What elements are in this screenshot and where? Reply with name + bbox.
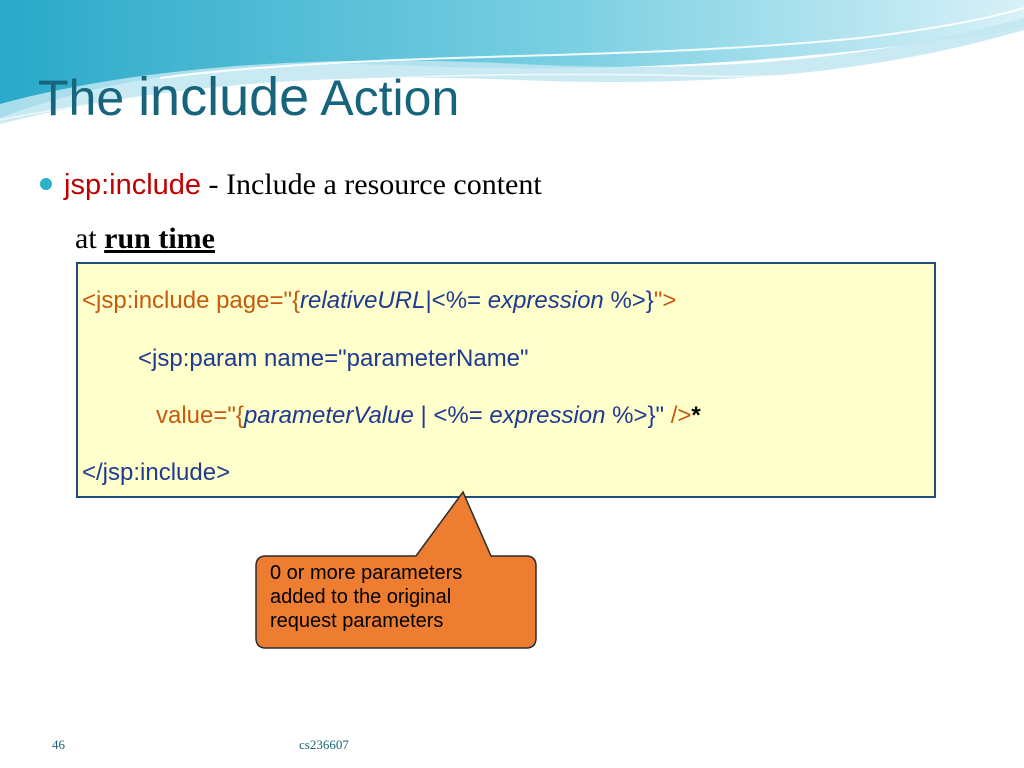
code-token: "> [653, 287, 677, 314]
code-token: "parameterName" [338, 345, 529, 372]
code-token: parameterValue [243, 402, 414, 429]
callout-line: added to the original [270, 586, 452, 608]
page-number: 46 [52, 737, 65, 752]
code-token: /> [664, 402, 692, 429]
title-part-action: Action [309, 70, 460, 126]
bullet-keyword: jsp:include [64, 169, 202, 201]
bullet-line2-prefix: at [75, 222, 105, 255]
code-line-2: <jsp:param name="parameterName" [138, 344, 529, 374]
bullet-dot-icon [40, 178, 52, 191]
footer-course: cs236607 [299, 737, 349, 752]
code-token: %>} [603, 287, 654, 314]
code-line-1: <jsp:include page="{relativeURL|<%= expr… [82, 286, 676, 316]
title-part-the: The [38, 70, 139, 126]
code-token: expression [489, 402, 606, 429]
code-token: %>}" [605, 402, 665, 429]
callout-bubble [255, 490, 537, 649]
bullet-line2-emphasis: run time [104, 222, 215, 255]
code-token: "{ [283, 287, 301, 314]
bullet-item: jsp:include - Include a resource content [40, 168, 542, 202]
code-token: "{ [227, 402, 244, 429]
header-swoosh-decoration [0, 0, 1024, 124]
callout-text: 0 or more parameters added to the origin… [270, 561, 532, 633]
bullet-continuation: at run time [75, 222, 215, 256]
code-token-star: * [691, 402, 701, 429]
code-token: |<%= [425, 287, 488, 314]
code-token: <jsp:param name= [138, 345, 339, 372]
callout-line: request parameters [270, 610, 444, 632]
bullet-text: - Include a resource content [201, 168, 542, 201]
code-token: <jsp:include page= [82, 287, 284, 314]
callout-line: 0 or more parameters [270, 562, 463, 584]
code-token: expression [487, 287, 604, 314]
title-part-include: include [138, 67, 310, 127]
code-token: relativeURL [300, 287, 426, 314]
code-line-3: value="{parameterValue | <%= expression … [156, 401, 701, 431]
code-token: | <%= [413, 402, 490, 429]
slide-title: The include Action [38, 70, 459, 124]
code-token: value= [156, 402, 228, 429]
code-line-4: </jsp:include> [82, 459, 231, 486]
syntax-code-box: <jsp:include page="{relativeURL|<%= expr… [76, 262, 936, 498]
